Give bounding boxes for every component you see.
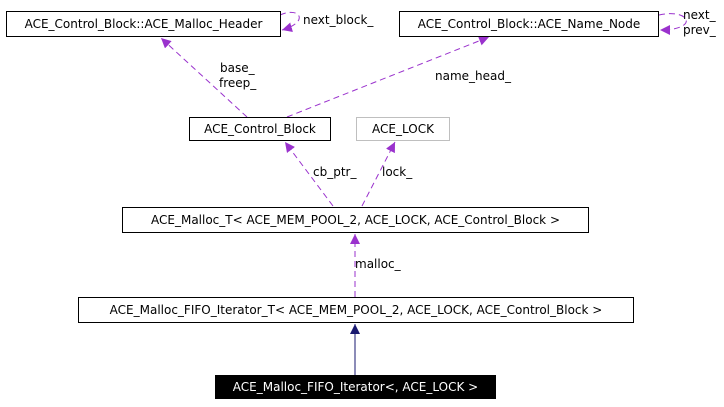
label-name-head: name_head_ xyxy=(435,69,511,83)
label-freep: freep_ xyxy=(219,76,257,90)
node-malloc-header[interactable]: ACE_Control_Block::ACE_Malloc_Header xyxy=(6,11,281,37)
edge-lock xyxy=(361,141,396,207)
label-next: next_ xyxy=(683,8,716,22)
edge-cb-ptr xyxy=(284,141,334,207)
label-malloc: malloc_ xyxy=(355,257,401,271)
node-control-block[interactable]: ACE_Control_Block xyxy=(189,117,331,141)
node-name-node[interactable]: ACE_Control_Block::ACE_Name_Node xyxy=(399,11,659,37)
node-ace-lock[interactable]: ACE_LOCK xyxy=(356,117,450,141)
edge-name-head xyxy=(286,36,490,118)
node-fifo-iterator[interactable]: ACE_Malloc_FIFO_Iterator<, ACE_LOCK > xyxy=(215,375,496,399)
label-prev: prev_ xyxy=(683,23,716,37)
edge-next-block xyxy=(279,11,300,33)
label-base: base_ xyxy=(220,61,255,75)
label-lock: lock_ xyxy=(382,165,413,179)
label-cb-ptr: cb_ptr_ xyxy=(313,165,357,179)
label-next-block: next_block_ xyxy=(303,13,374,27)
node-fifo-iterator-t[interactable]: ACE_Malloc_FIFO_Iterator_T< ACE_MEM_POOL… xyxy=(78,297,634,323)
node-malloc-t[interactable]: ACE_Malloc_T< ACE_MEM_POOL_2, ACE_LOCK, … xyxy=(122,207,589,233)
